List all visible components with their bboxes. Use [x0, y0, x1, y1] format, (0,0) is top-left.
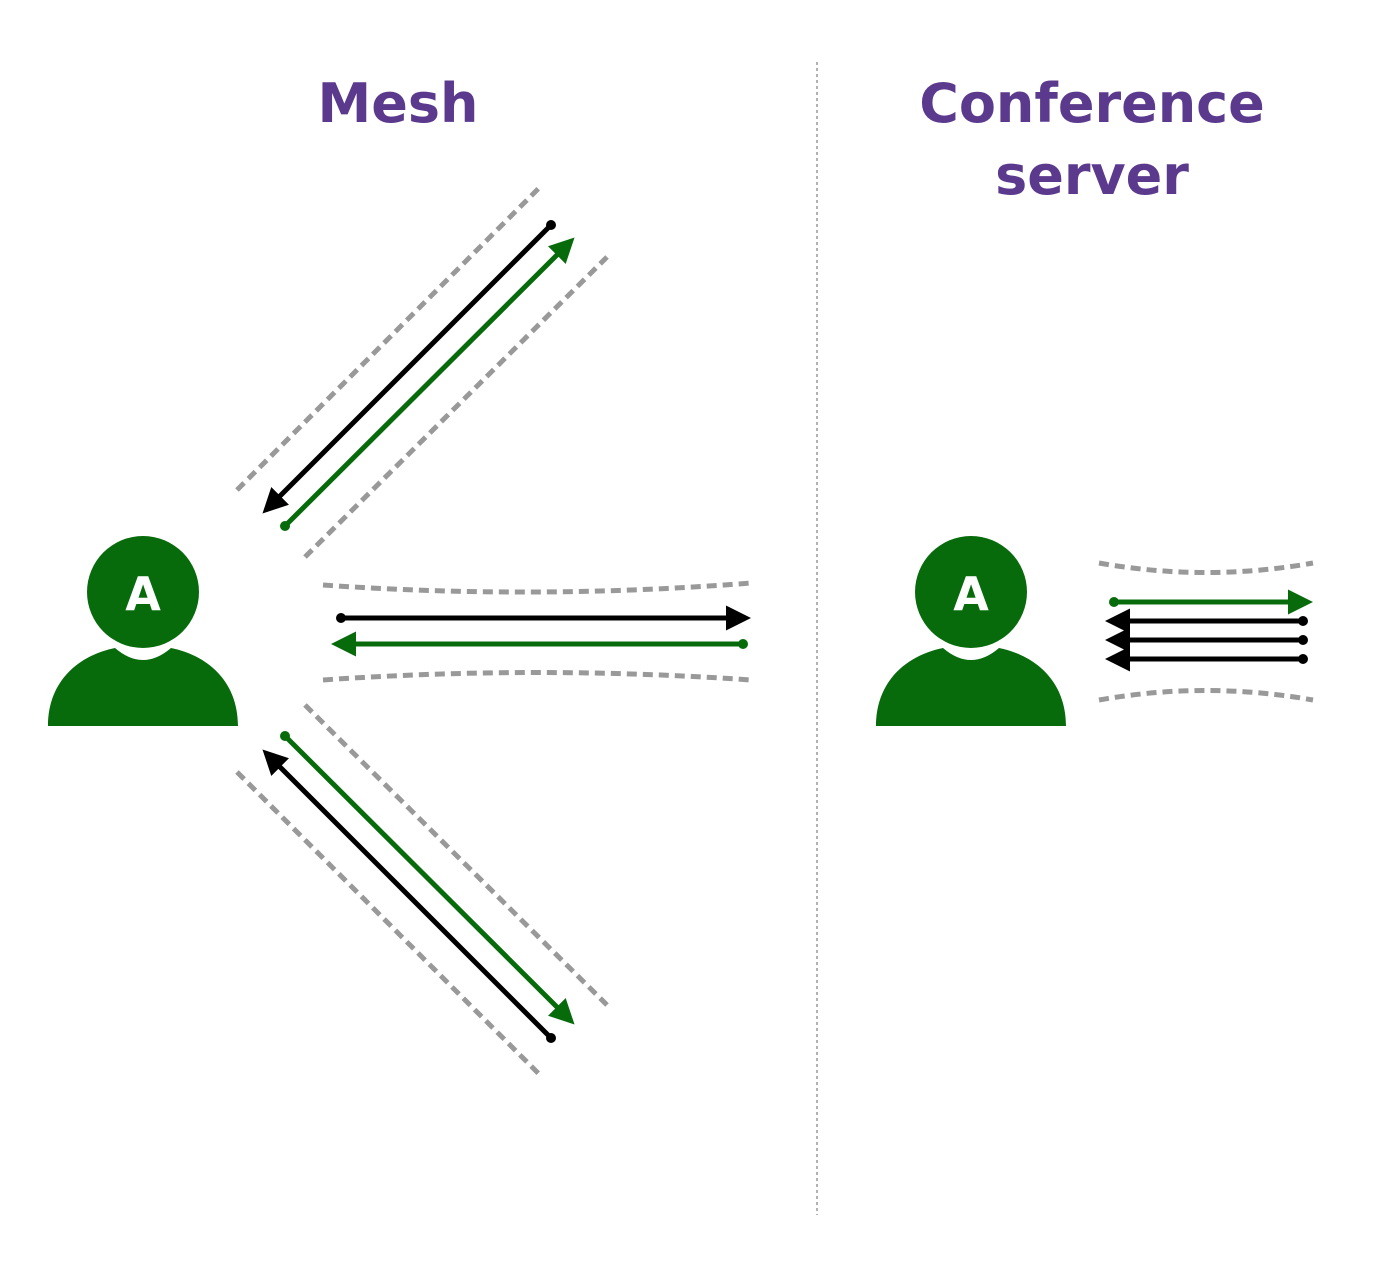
send-stream [283, 237, 575, 528]
mesh-user-initial: A [125, 567, 161, 621]
conference-user-icon: A [876, 536, 1066, 726]
conference-link [1098, 560, 1314, 703]
conference-title-line1: Conference [919, 72, 1265, 135]
mesh-user-icon: A [48, 536, 238, 726]
mesh-link-middle [322, 580, 752, 683]
receive-stream [262, 749, 553, 1040]
mesh-link-top [235, 185, 609, 559]
receive-stream [262, 223, 553, 514]
conference-title-line2: server [995, 144, 1189, 207]
mesh-title: Mesh [318, 72, 479, 135]
send-stream [283, 734, 575, 1025]
mesh-link-bottom [235, 703, 609, 1077]
conference-user-initial: A [953, 567, 989, 621]
